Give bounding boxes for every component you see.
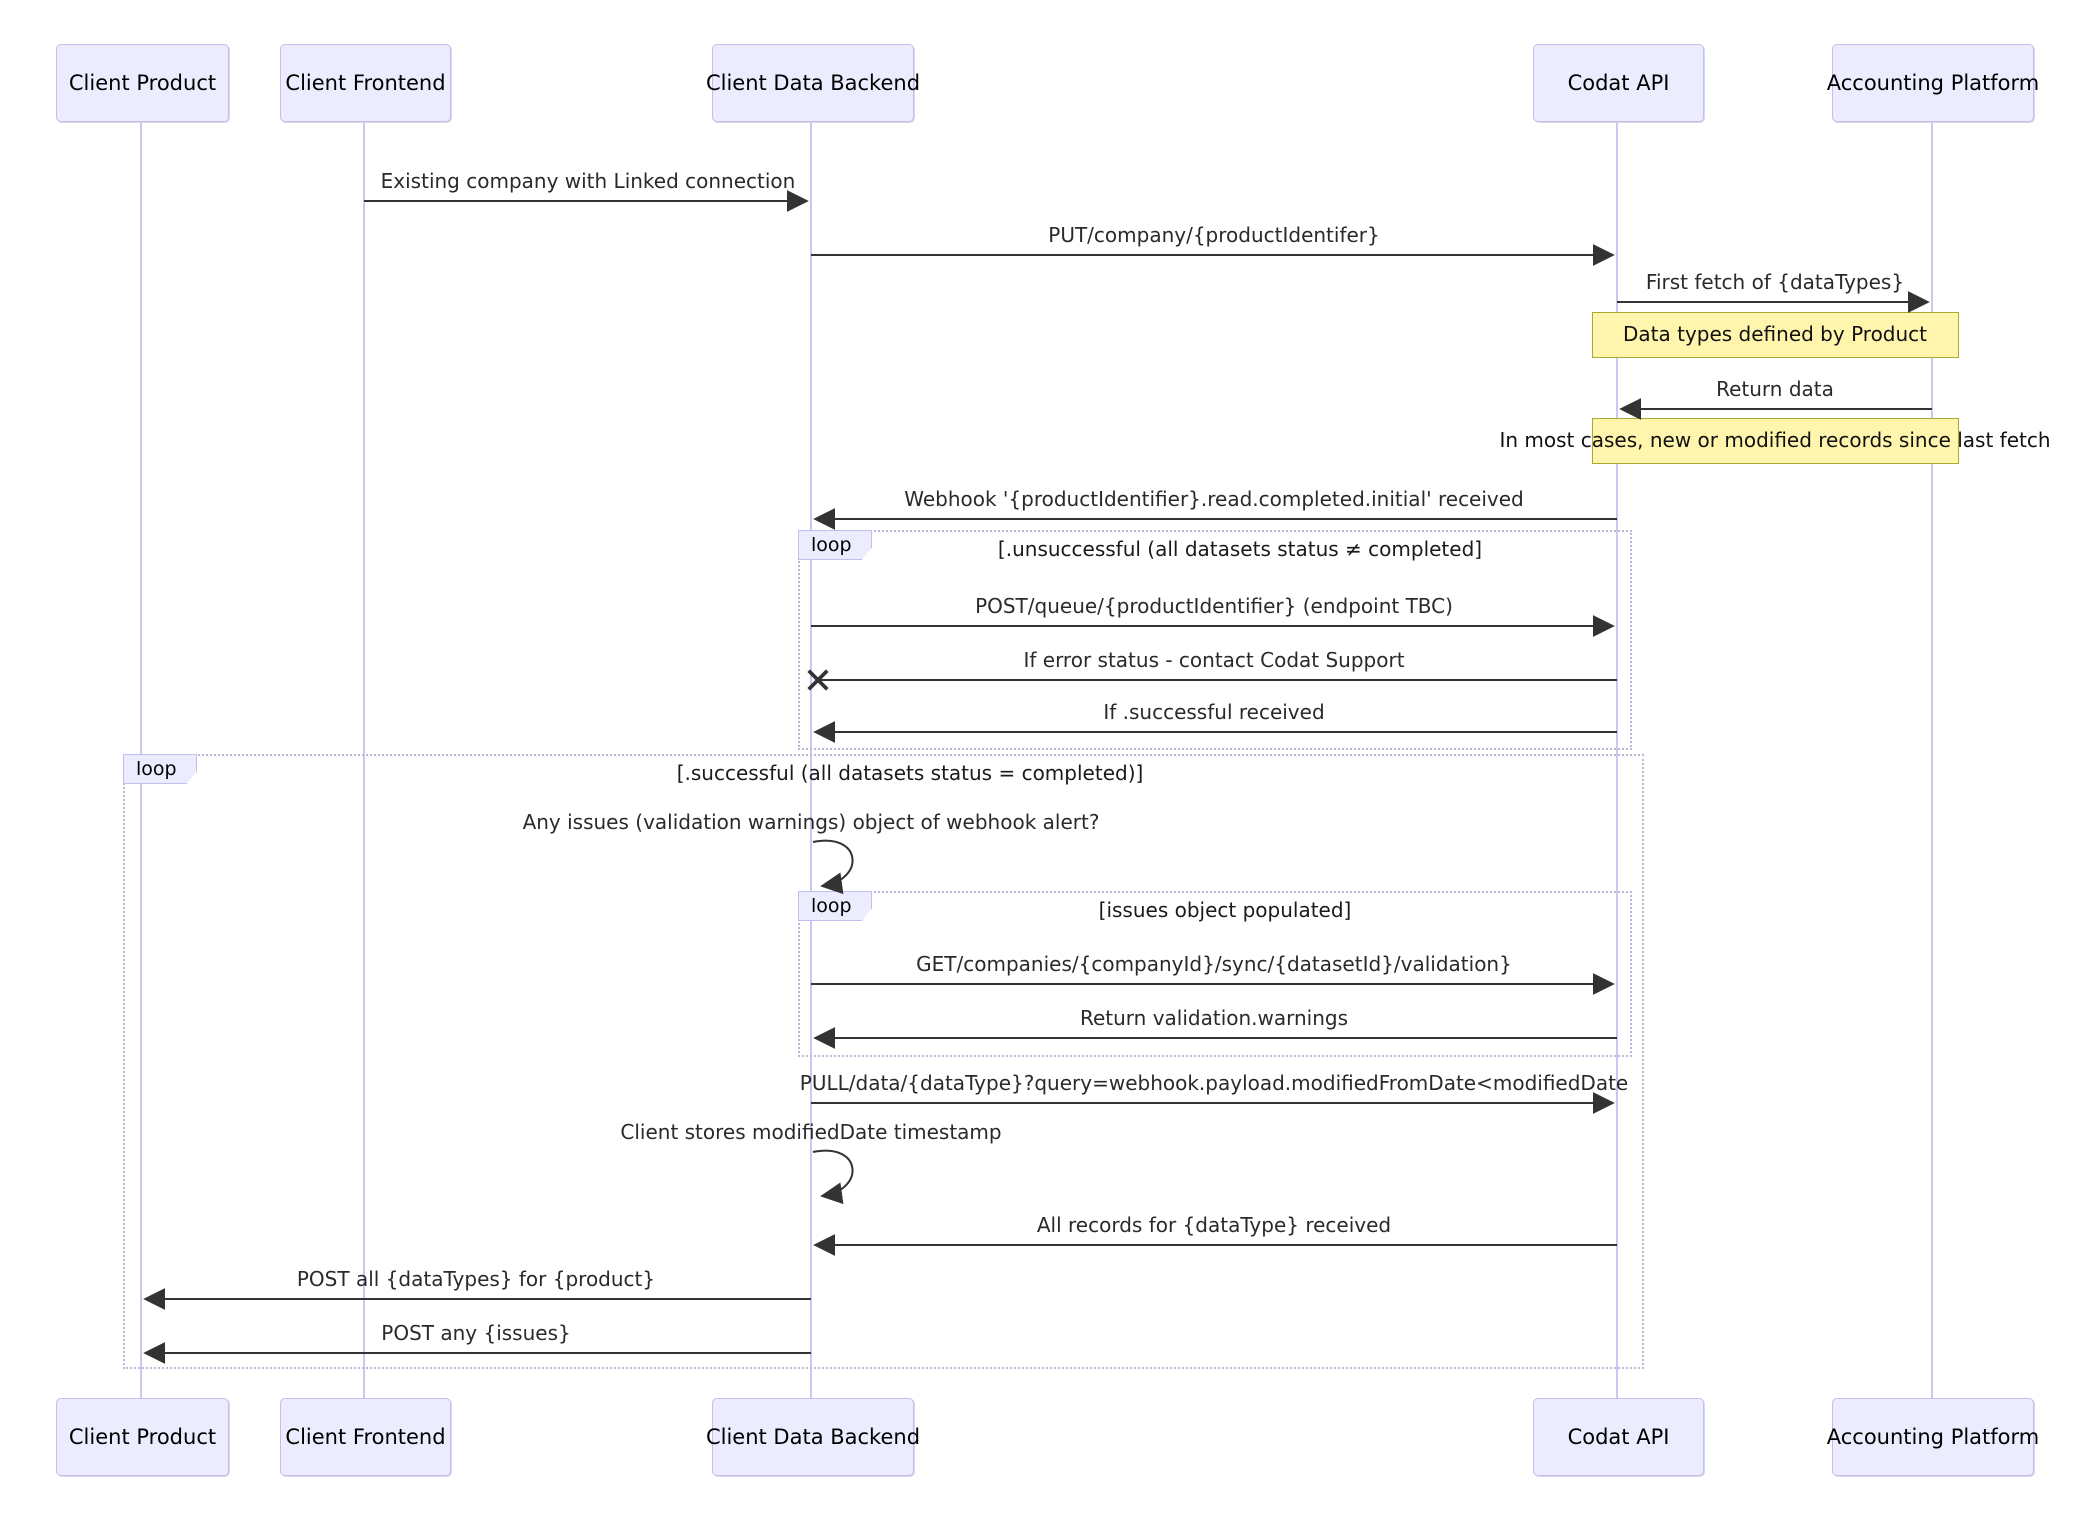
- loop-issues-condition: [issues object populated]: [1098, 898, 1352, 922]
- loop-successful-condition: [.successful (all datasets status = comp…: [676, 761, 1144, 785]
- loop-issues: [798, 891, 1632, 1057]
- loop-successful-tab: loop: [123, 754, 197, 784]
- label-return-data: Return data: [1716, 377, 1834, 401]
- actor-top-accounting-platform: Accounting Platform: [1827, 44, 2039, 122]
- label-all-records: All records for {dataType} received: [1036, 1213, 1392, 1237]
- actor-bottom-codat-api: Codat API: [1533, 1398, 1704, 1476]
- label-return-warnings: Return validation.warnings: [1079, 1006, 1349, 1030]
- label-post-queue: POST/queue/{productIdentifier} (endpoint…: [975, 594, 1453, 618]
- actor-bottom-client-frontend: Client Frontend: [280, 1398, 451, 1476]
- loop-unsuccessful-condition: [.unsuccessful (all datasets status ≠ co…: [997, 537, 1483, 561]
- label-get-validation: GET/companies/{companyId}/sync/{datasetI…: [916, 952, 1512, 976]
- actor-bottom-accounting-platform: Accounting Platform: [1827, 1398, 2039, 1476]
- label-webhook-received: Webhook '{productIdentifier}.read.comple…: [904, 487, 1524, 511]
- note-most-cases-text: In most cases, new or modified records s…: [1499, 428, 2051, 452]
- label-put-company: PUT/company/{productIdentifer}: [1048, 223, 1380, 247]
- note-data-types-text: Data types defined by Product: [1622, 322, 1928, 346]
- actor-top-client-product: Client Product: [56, 44, 229, 122]
- actor-top-codat-api: Codat API: [1533, 44, 1704, 122]
- label-post-any: POST any {issues}: [381, 1321, 571, 1345]
- label-pull-data: PULL/data/{dataType}?query=webhook.paylo…: [799, 1071, 1629, 1095]
- actor-bottom-client-data-backend: Client Data Backend: [706, 1398, 920, 1476]
- actor-top-client-data-backend: Client Data Backend: [706, 44, 920, 122]
- actor-bottom-client-product: Client Product: [56, 1398, 229, 1476]
- note-data-types: [1592, 312, 1959, 358]
- label-client-stores: Client stores modifiedDate timestamp: [620, 1120, 1002, 1144]
- loop-unsuccessful: [798, 530, 1632, 750]
- loop-issues-tab: loop: [798, 891, 872, 921]
- loop-successful: [123, 754, 1644, 1369]
- label-if-error: If error status - contact Codat Support: [1023, 648, 1405, 672]
- label-post-all: POST all {dataTypes} for {product}: [296, 1267, 656, 1291]
- loop-unsuccessful-tab: loop: [798, 530, 872, 560]
- note-most-cases: [1592, 418, 1959, 464]
- actor-top-client-frontend: Client Frontend: [280, 44, 451, 122]
- label-first-fetch: First fetch of {dataTypes}: [1645, 270, 1905, 294]
- label-any-issues: Any issues (validation warnings) object …: [522, 810, 1100, 834]
- label-existing-company: Existing company with Linked connection: [380, 169, 796, 193]
- label-if-successful: If .successful received: [1103, 700, 1325, 724]
